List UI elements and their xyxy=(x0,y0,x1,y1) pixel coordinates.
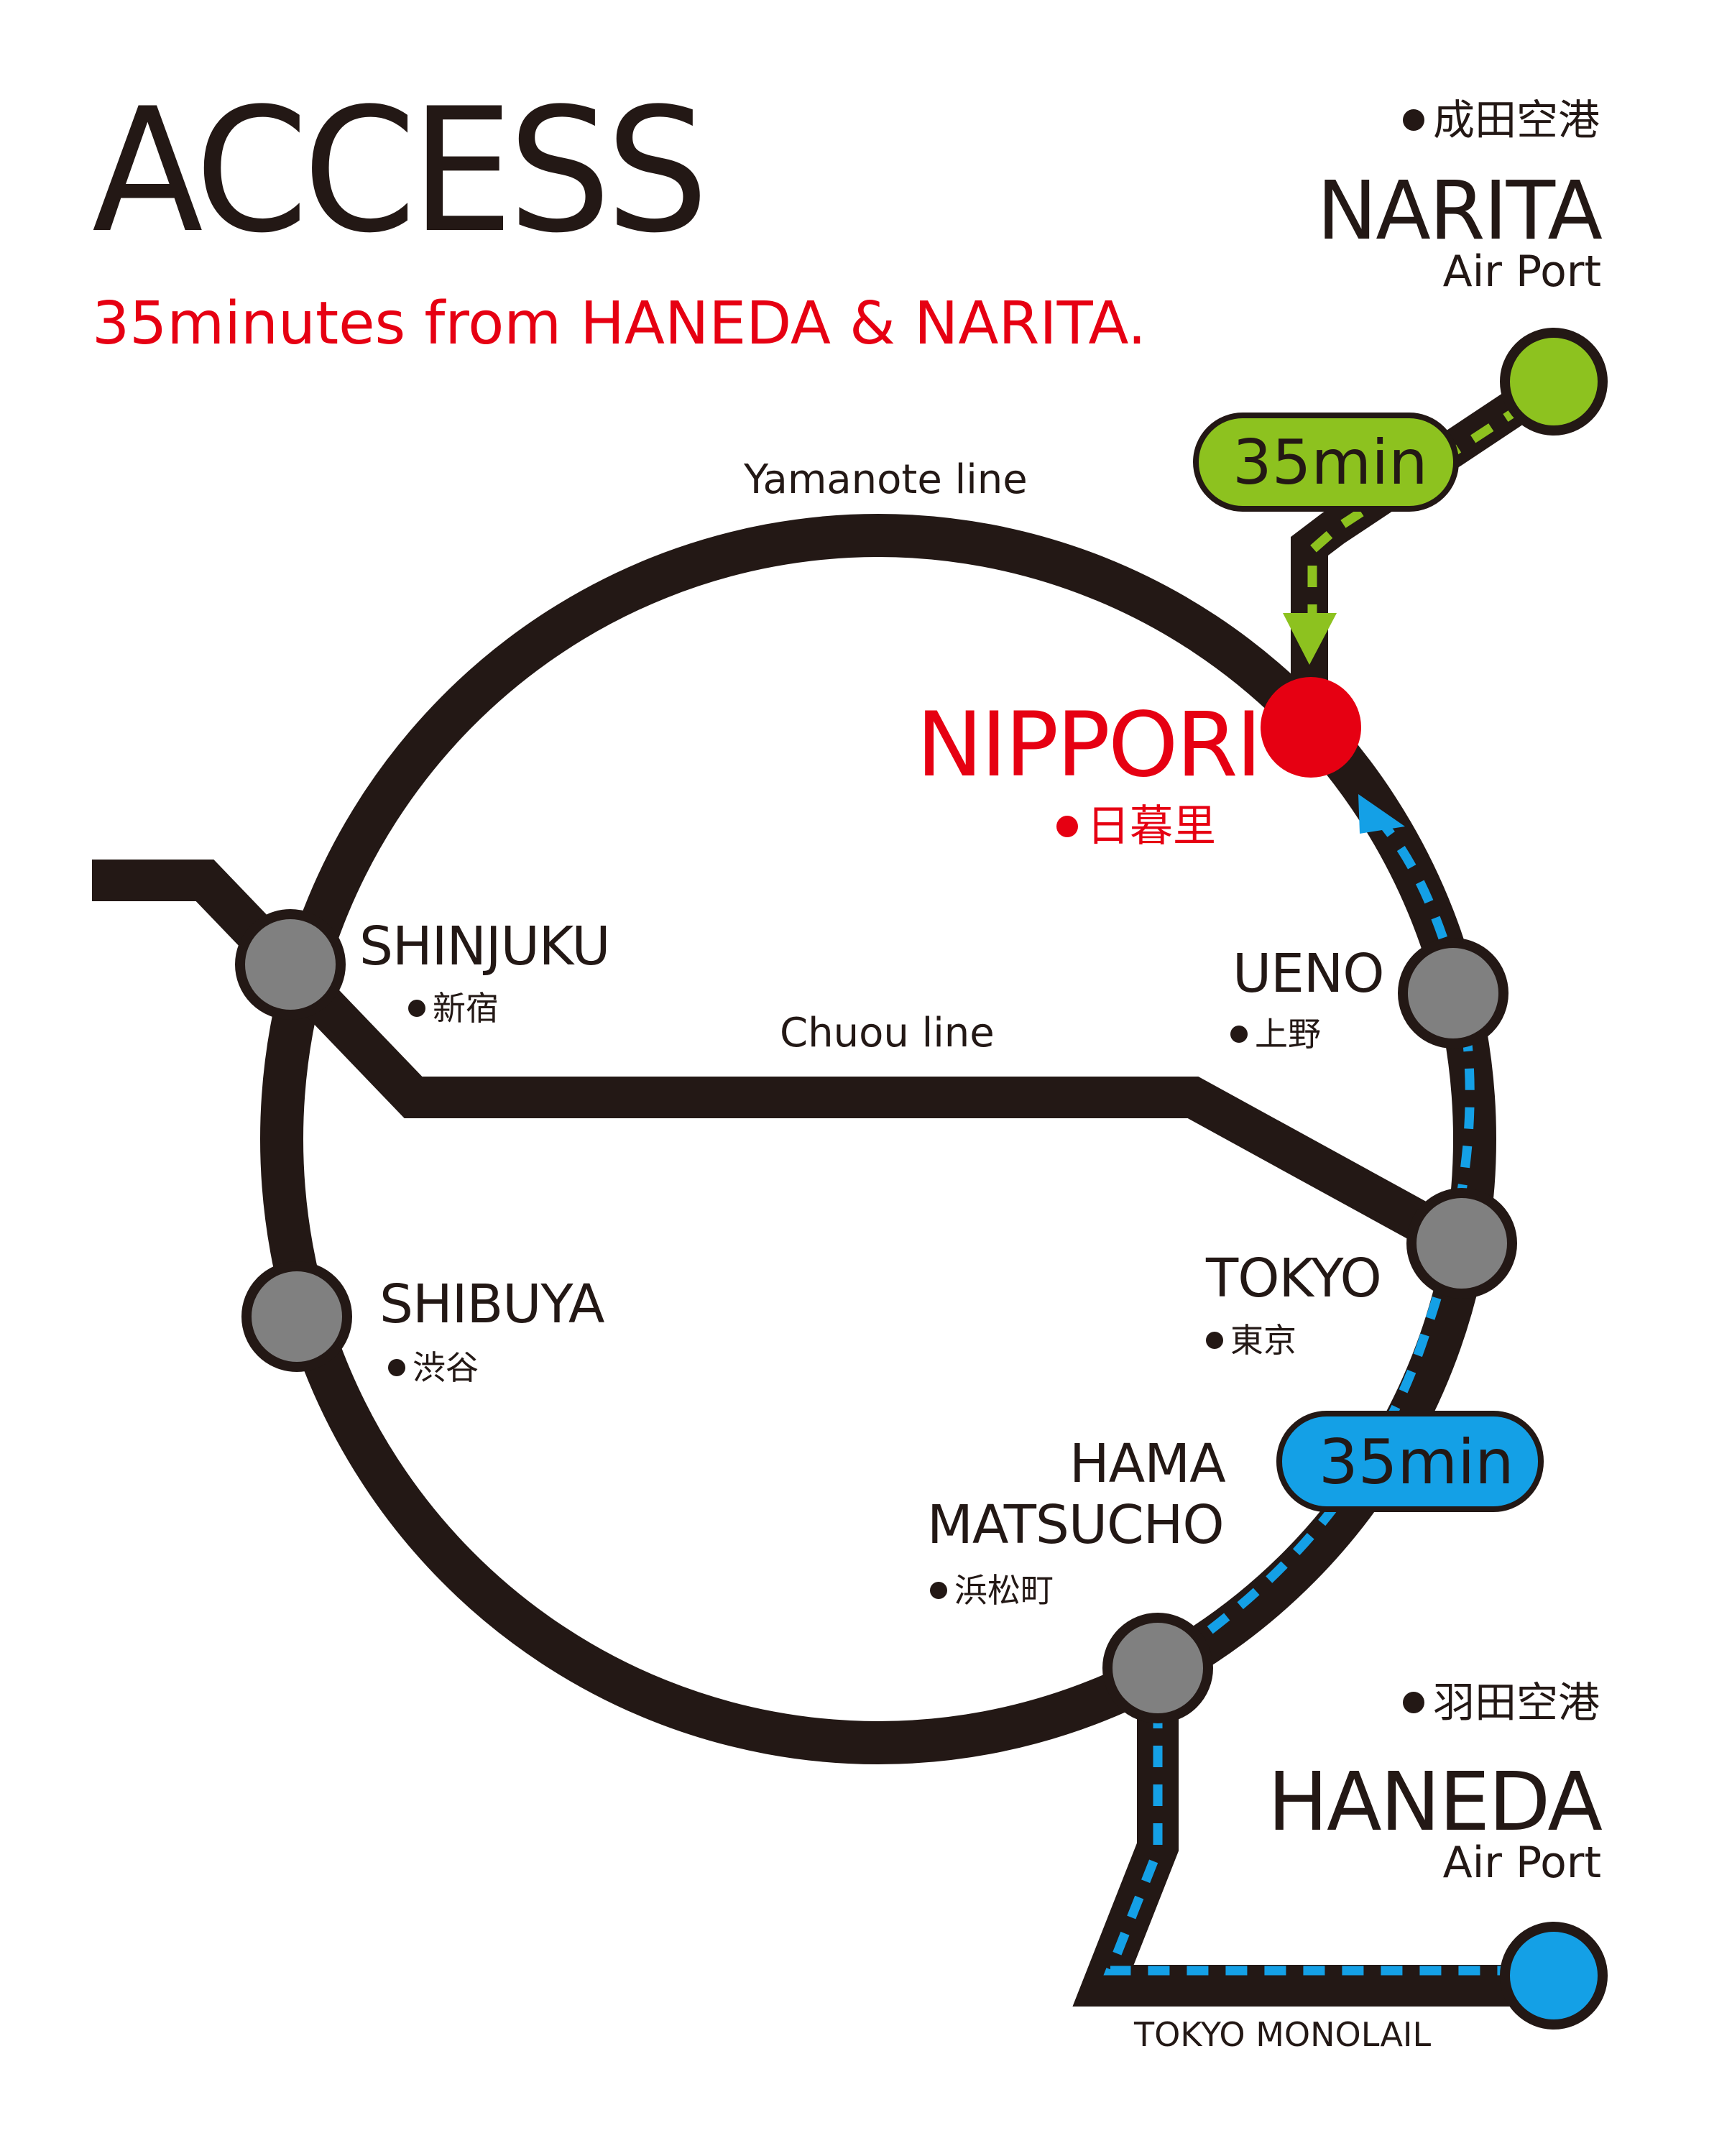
bullet-icon xyxy=(1056,816,1078,837)
narita-route-dash xyxy=(1307,402,1526,625)
station-jp-shibuya: 渋谷 xyxy=(388,1351,479,1384)
yamanote-line xyxy=(260,514,1496,1764)
station-name-hamamatsucho-2: MATSUCHO xyxy=(927,1494,1225,1556)
bullet-icon xyxy=(1206,1332,1223,1349)
airport-jp-haneda-text: 羽田空港 xyxy=(1432,1678,1600,1727)
station-jp-hamamatsucho: 浜松町 xyxy=(930,1574,1054,1607)
station-marker-hamamatsucho[interactable] xyxy=(1102,1613,1213,1723)
station-jp-shinjuku-text: 新宿 xyxy=(433,989,499,1028)
page-title: ACCESS xyxy=(92,72,709,271)
station-jp-tokyo: 東京 xyxy=(1206,1324,1296,1357)
station-marker-tokyo[interactable] xyxy=(1406,1188,1517,1299)
station-jp-nippori: 日暮里 xyxy=(1056,805,1216,848)
haneda-time-badge-bg xyxy=(1276,1411,1544,1512)
station-jp-ueno-text: 上野 xyxy=(1255,1015,1321,1054)
airport-name-narita: NARITA xyxy=(1317,165,1603,258)
bullet-icon xyxy=(1402,109,1424,131)
station-name-shinjuku: SHINJUKU xyxy=(359,916,610,977)
bullet-icon xyxy=(1402,1692,1424,1713)
haneda-terminal-icon xyxy=(1500,1922,1608,2030)
haneda-time-badge: 35min xyxy=(1319,1427,1514,1498)
station-name-hamamatsucho-1: HAMA xyxy=(1069,1433,1226,1495)
airport-jp-haneda: 羽田空港 xyxy=(1402,1678,1600,1727)
airport-jp-narita: 成田空港 xyxy=(1402,96,1600,144)
monorail-line-label: TOKYO MONOLAIL xyxy=(1134,2015,1432,2054)
bullet-icon xyxy=(408,1000,425,1017)
station-jp-shinjuku: 新宿 xyxy=(408,992,499,1025)
monorail-route-dash xyxy=(1103,1707,1502,1976)
station-marker-ueno[interactable] xyxy=(1398,938,1508,1049)
station-marker-shibuya[interactable] xyxy=(241,1261,352,1372)
airport-sub-haneda: Air Port xyxy=(1442,1838,1601,1888)
bullet-icon xyxy=(388,1359,405,1376)
narita-time-badge-bg xyxy=(1193,413,1459,512)
station-name-nippori: NIPPORI xyxy=(916,694,1262,797)
airport-jp-narita-text: 成田空港 xyxy=(1432,96,1600,144)
narita-terminal-icon xyxy=(1500,328,1608,436)
bullet-icon xyxy=(930,1582,947,1599)
chuou-line-label: Chuou line xyxy=(780,1010,995,1056)
airport-sub-narita: Air Port xyxy=(1442,247,1601,297)
station-marker-nippori[interactable] xyxy=(1261,677,1361,778)
page-subtitle: 35minutes from HANEDA & NARITA. xyxy=(92,290,1147,358)
narita-time-badge: 35min xyxy=(1233,427,1428,499)
station-jp-shibuya-text: 渋谷 xyxy=(413,1348,479,1387)
chuou-line xyxy=(92,860,1469,1262)
station-name-shibuya: SHIBUYA xyxy=(379,1273,604,1335)
station-jp-hamamatsucho-text: 浜松町 xyxy=(954,1571,1054,1610)
haneda-arrow-icon xyxy=(1358,794,1405,834)
yamanote-line-label: Yamanote line xyxy=(744,456,1028,503)
station-marker-shinjuku[interactable] xyxy=(235,909,346,1020)
station-name-ueno: UENO xyxy=(1233,943,1385,1005)
airport-name-haneda: HANEDA xyxy=(1267,1756,1603,1849)
narita-arrow-icon xyxy=(1283,613,1337,665)
station-name-tokyo: TOKYO xyxy=(1206,1248,1382,1309)
bullet-icon xyxy=(1230,1026,1248,1043)
station-jp-tokyo-text: 東京 xyxy=(1230,1321,1296,1360)
station-jp-nippori-text: 日暮里 xyxy=(1087,801,1216,852)
station-jp-ueno: 上野 xyxy=(1230,1018,1321,1051)
